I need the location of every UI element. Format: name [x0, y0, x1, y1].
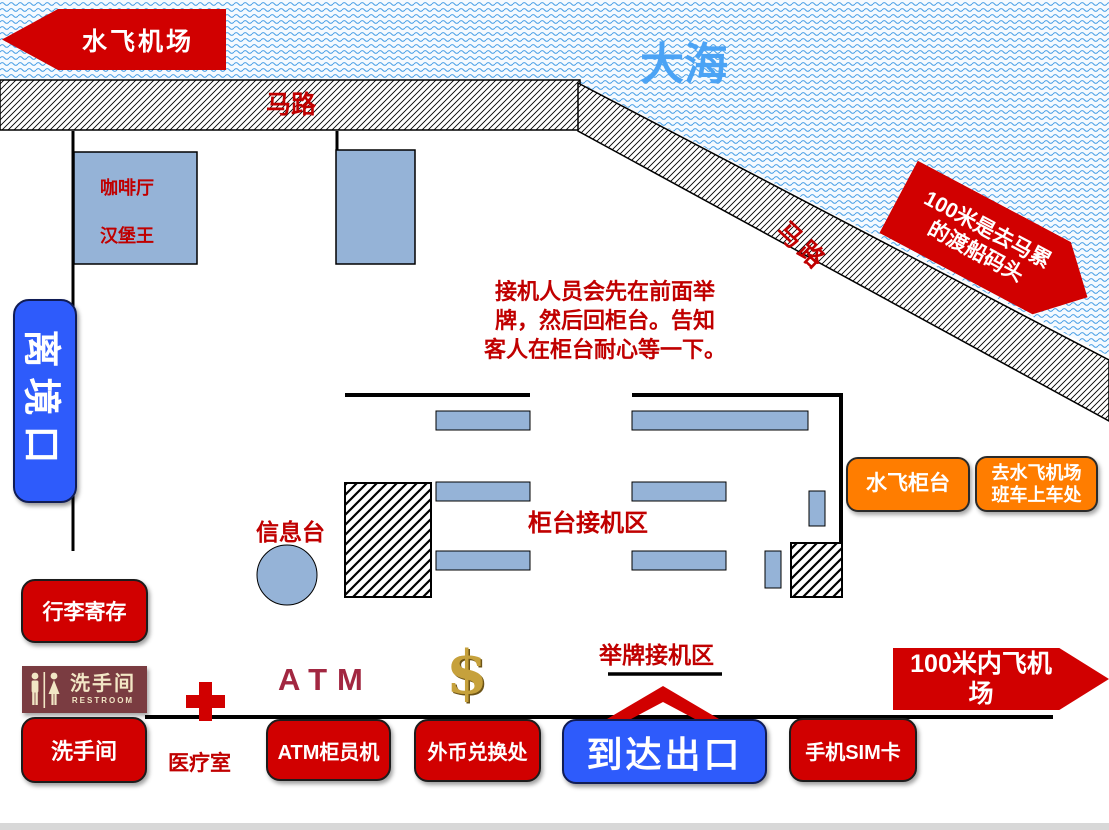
- sea-area: [0, 0, 1109, 356]
- sim-card-sign: 手机SIM卡: [789, 718, 917, 782]
- domestic-airport-arrow-label: 100米内飞机场: [910, 650, 1052, 708]
- counter-desk: [435, 410, 531, 431]
- restroom-sign-image: 洗手间 RESTROOM: [22, 666, 147, 713]
- domestic-airport-arrow: 100米内飞机场: [893, 648, 1109, 710]
- counter-desk: [631, 410, 809, 431]
- counter-desk: [435, 550, 531, 571]
- counter-desk: [808, 490, 826, 527]
- counter-desk: [435, 481, 531, 502]
- seaplane-airport-arrow: 水飞机场: [2, 9, 226, 70]
- note-line: 客人在柜台耐心等一下。: [483, 337, 726, 362]
- note-line: 牌，然后回柜台。告知: [494, 308, 715, 333]
- departure-gate-label: 离境口: [19, 328, 62, 474]
- atm-box-label: ATM柜员机: [277, 741, 380, 764]
- cafe-line1: 咖啡厅: [100, 178, 154, 198]
- luggage-storage-sign: 行李寄存: [21, 579, 148, 643]
- atm-sign: ATM: [278, 662, 373, 697]
- exit-up-arrow-icon: [607, 686, 719, 719]
- exchange-box-label: 外币兑换处: [427, 742, 528, 764]
- arrival-exit-label: 到达出口: [586, 733, 743, 775]
- counter-desk: [631, 550, 727, 571]
- sea-label: 大海: [640, 40, 728, 89]
- building-block: [335, 149, 416, 265]
- sim-box-label: 手机SIM卡: [805, 741, 901, 764]
- signboard-area-label: 举牌接机区: [599, 642, 714, 668]
- seaplane-counter-label: 水飞柜台: [866, 472, 950, 496]
- restroom-sign-text: 洗手间 RESTROOM: [70, 674, 136, 705]
- hatched-block: [790, 542, 843, 598]
- bottom-edge-strip: [0, 823, 1109, 830]
- arrival-exit-sign: 到达出口: [562, 719, 767, 784]
- seaplane-airport-arrow-label: 水飞机场: [81, 27, 194, 56]
- shuttle-line1: 去水飞机场: [991, 462, 1082, 483]
- restroom-sign-cn: 洗手间: [70, 673, 136, 695]
- restroom-sign-en: RESTROOM: [71, 696, 135, 705]
- cafe-label: 咖啡厅 汉堡王: [100, 174, 154, 248]
- road-diagonal: [577, 81, 1109, 422]
- shuttle-line2: 班车上车处: [991, 485, 1082, 505]
- info-desk-label: 信息台: [256, 519, 325, 545]
- restroom-box-label: 洗手间: [50, 739, 117, 764]
- counter-desk: [631, 481, 727, 502]
- seaplane-counter-sign: 水飞柜台: [846, 457, 970, 512]
- shuttle-boarding-sign: 去水飞机场 班车上车处: [975, 456, 1098, 512]
- hatched-block: [344, 482, 432, 598]
- medical-cross-icon: [186, 682, 225, 721]
- counter-desk: [764, 550, 782, 589]
- cafe-line2: 汉堡王: [100, 226, 154, 246]
- restroom-figures-icon: [31, 671, 60, 708]
- road-top-label: 马路: [266, 91, 317, 119]
- departure-gate-sign: 离境口: [13, 299, 77, 503]
- dollar-icon: $: [446, 638, 488, 708]
- restroom-sign: 洗手间: [21, 717, 147, 783]
- counter-area-label: 柜台接机区: [528, 510, 648, 537]
- info-desk-circle: [256, 544, 318, 606]
- note-line: 接机人员会先在前面举: [494, 279, 715, 304]
- counter-wall-right: [632, 393, 843, 598]
- currency-exchange-sign: 外币兑换处: [414, 719, 541, 782]
- note-text: 接机人员会先在前面举 牌，然后回柜台。告知 客人在柜台耐心等一下。: [450, 277, 760, 364]
- medical-room-label: 医疗室: [168, 752, 231, 775]
- luggage-label: 行李寄存: [42, 601, 127, 624]
- cafe-building: [73, 151, 198, 265]
- atm-counter-sign: ATM柜员机: [266, 719, 391, 781]
